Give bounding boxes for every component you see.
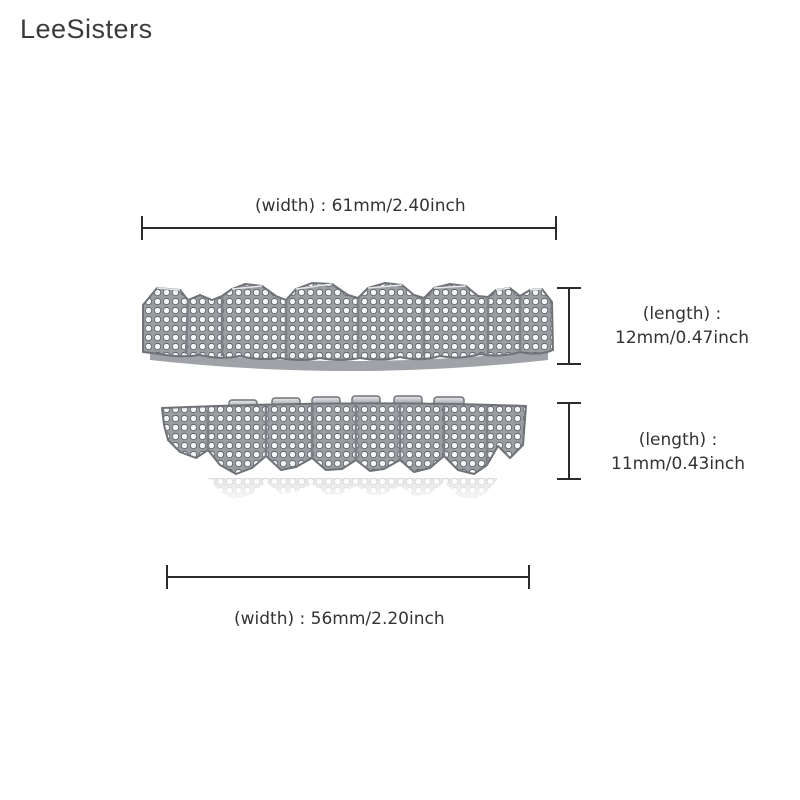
brand-logo-text: LeeSisters <box>20 14 153 44</box>
upper-length-dimension-line <box>557 287 581 365</box>
upper-length-label-line2: 12mm/0.47inch <box>615 328 749 348</box>
lower-length-label: (length) : 11mm/0.43inch <box>593 428 763 476</box>
upper-width-dimension-line <box>141 216 557 240</box>
lower-width-dimension-line <box>166 565 530 589</box>
lower-grill-image <box>161 395 527 508</box>
upper-length-label-line1: (length) : <box>642 304 722 324</box>
lower-length-label-line1: (length) : <box>638 430 718 450</box>
upper-width-label: (width) : 61mm/2.40inch <box>255 196 466 216</box>
lower-width-label: (width) : 56mm/2.20inch <box>234 609 445 629</box>
lower-length-label-line2: 11mm/0.43inch <box>611 454 745 474</box>
upper-length-label: (length) : 12mm/0.47inch <box>597 302 767 350</box>
lower-length-dimension-line <box>557 402 581 480</box>
upper-grill-image <box>142 282 554 371</box>
